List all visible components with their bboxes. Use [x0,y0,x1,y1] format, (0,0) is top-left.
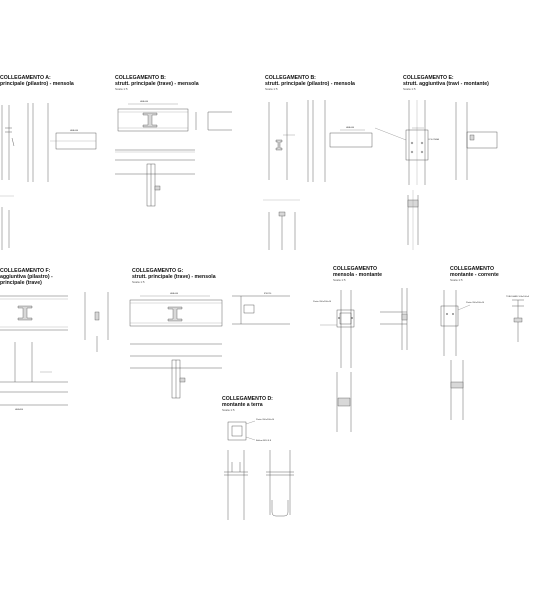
detail-d-scale: Scala 1:5 [222,408,235,412]
detail-a-subtitle: principale (pilastro) - mensola [0,81,74,87]
detail-title-f: COLLEGAMENTO F: aggiuntiva (pilastro) - … [0,268,95,286]
detail-title-b2: COLLEGAMENTO B: strutt. principale (pila… [265,75,375,91]
detail-d-title: COLLEGAMENTO D: [222,396,273,402]
detail-d-subtitle: montante a terra [222,402,263,408]
detail-title-i: COLLEGAMENTO montante - corrente Scala 1… [450,266,535,282]
detail-b2-drawing [263,100,373,250]
detail-i-subtitle: montante - corrente [450,272,499,278]
detail-title-a: COLLEGAMENTO A: principale (pilastro) - … [0,75,100,87]
detail-a-title: COLLEGAMENTO A: [0,75,51,81]
svg-text:IPE220: IPE220 [264,293,272,295]
detail-f-drawing [0,292,109,406]
label-hea-b2: HEA160 [346,126,355,129]
svg-text:COLONNA: COLONNA [428,138,439,141]
svg-text:Piatto 200x200x10: Piatto 200x200x10 [466,301,485,304]
label-piatto-h: Piatto 200x200x10 [313,300,332,303]
detail-b-drawing [115,103,232,207]
svg-text:TUBOLARE 100x100x5: TUBOLARE 100x100x5 [506,295,530,298]
detail-b2-scale: Scala 1:5 [265,87,278,91]
label-piatto-d: Piatto 200x200x10 [256,418,275,421]
detail-g-scale: Scala 1:5 [132,280,145,284]
detail-f-subtitle: aggiuntiva (pilastro) - [0,274,53,280]
svg-text:Piatto 200x200x10: Piatto 200x200x10 [313,300,332,303]
label-hea-a: HEA160 [70,129,79,132]
label-bulloni-d: Bulloni M16 8.8 [256,440,272,442]
svg-text:HEA160: HEA160 [170,292,179,295]
detail-e-subtitle: strutt. aggiuntiva (travi - montante) [403,81,489,87]
svg-text:HEA160: HEA160 [70,129,79,132]
detail-g-subtitle: strutt. principale (trave) - mensola [132,274,216,280]
detail-i-scale: Scala 1:5 [450,278,463,282]
detail-title-h: COLLEGAMENTO mensola - montante Scala 1:… [333,266,413,282]
svg-text:Bulloni M16 8.8: Bulloni M16 8.8 [256,440,272,442]
detail-h-scale: Scala 1:5 [333,278,346,282]
detail-g-title: COLLEGAMENTO G: [132,268,184,274]
svg-text:HEA160: HEA160 [346,126,355,129]
svg-text:HEB400: HEB400 [15,409,24,411]
detail-b2-subtitle: strutt. principale (pilastro) - mensola [265,81,355,87]
label-hex-f: HEB400 [15,409,24,411]
label-ipe-g: IPE220 [264,293,272,295]
detail-e-title: COLLEGAMENTO E: [403,75,454,81]
detail-e-scale: Scala 1:5 [403,87,416,91]
detail-i-title: COLLEGAMENTO [450,266,494,272]
detail-title-d: COLLEGAMENTO D: montante a terra Scala 1… [222,396,312,412]
detail-title-e: COLLEGAMENTO E: strutt. aggiuntiva (trav… [403,75,523,91]
detail-h-subtitle: mensola - montante [333,272,383,278]
svg-text:Piatto 200x200x10: Piatto 200x200x10 [256,418,275,421]
detail-e-drawing [374,100,498,250]
detail-h-title: COLLEGAMENTO [333,266,377,272]
label-colonna-e: COLONNA [428,138,439,141]
detail-i-drawing [440,290,524,420]
svg-text:HEA160: HEA160 [140,100,149,103]
detail-b-subtitle: strutt. principale (trave) - mensola [115,81,199,87]
detail-f-subtitle-2: principale (trave) [0,280,42,286]
detail-a-drawing [0,103,97,250]
label-hea-g: HEA160 [170,292,179,295]
detail-d-drawing [224,420,294,520]
label-tubolare-i: TUBOLARE 100x100x5 [506,295,530,298]
detail-b-scale: Scala 1:5 [115,87,128,91]
detail-f-title: COLLEGAMENTO F: [0,268,51,274]
label-piatto-i: Piatto 200x200x10 [466,301,485,304]
detail-b-title: COLLEGAMENTO B: [115,75,166,81]
detail-title-b: COLLEGAMENTO B: strutt. principale (trav… [115,75,225,91]
detail-title-g: COLLEGAMENTO G: strutt. principale (trav… [132,268,242,284]
detail-g-drawing [129,295,290,399]
detail-h-drawing [320,288,408,432]
detail-b2-title: COLLEGAMENTO B: [265,75,316,81]
label-hea-b: HEA160 [140,100,149,103]
